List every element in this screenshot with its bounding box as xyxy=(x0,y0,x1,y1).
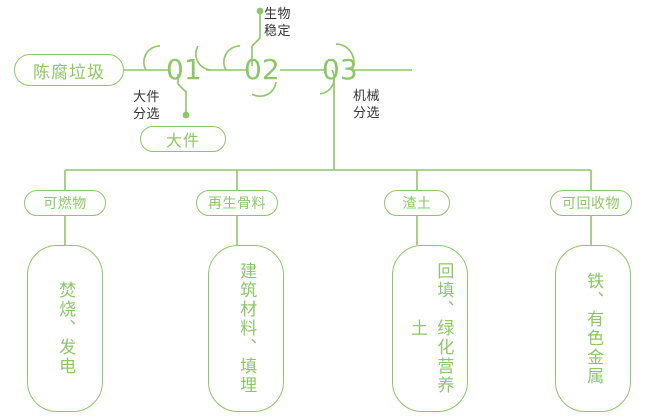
stage-label-03-line2: 分选 xyxy=(353,106,381,121)
usage-text-3: 回填、绿化营养土 xyxy=(407,262,454,395)
stage-label-03-line1: 机械 xyxy=(353,89,381,104)
stage-label-02-line1: 生物 xyxy=(264,7,292,22)
arc-02-left xyxy=(223,45,241,71)
usage-text-1: 焚烧、发电 xyxy=(55,281,76,376)
category-pill-1[interactable]: 可燃物 xyxy=(24,190,106,216)
stage-label-01-line1: 大件 xyxy=(133,90,161,105)
category-pill-3[interactable]: 渣土 xyxy=(384,190,450,216)
usage-box-3[interactable]: 回填、绿化营养土 xyxy=(392,245,468,412)
root-node[interactable]: 陈腐垃圾 xyxy=(14,54,124,86)
usage-text-2: 建筑材料、填埋 xyxy=(236,262,257,395)
stage-number-02[interactable]: 02 xyxy=(244,53,280,86)
wire-02-to-bio xyxy=(251,12,261,66)
arc-02-right xyxy=(251,81,277,97)
stage-label-01-line2: 分选 xyxy=(133,107,161,122)
node-dot-bulky xyxy=(182,111,190,119)
stage-label-02-line2: 稳定 xyxy=(264,24,292,39)
stage-label-03: 机械 分选 xyxy=(353,88,380,122)
output-node-bulky[interactable]: 大件 xyxy=(140,126,226,152)
usage-text-4: 铁、有色金属 xyxy=(583,271,604,386)
stage-label-01: 大件 分选 xyxy=(133,89,160,123)
arc-01-left xyxy=(143,45,161,71)
arc-03-right xyxy=(335,43,355,71)
arc-03-left xyxy=(319,69,335,95)
stage-number-01[interactable]: 01 xyxy=(166,53,202,86)
stage-number-03[interactable]: 03 xyxy=(322,53,358,86)
category-pill-4[interactable]: 可回收物 xyxy=(550,190,632,216)
usage-box-2[interactable]: 建筑材料、填埋 xyxy=(208,245,284,412)
wire-01-to-bulky xyxy=(177,74,187,114)
node-dot-bio xyxy=(256,7,264,15)
category-pill-2[interactable]: 再生骨料 xyxy=(196,190,278,216)
stage-label-02: 生物 稳定 xyxy=(264,6,291,40)
usage-box-4[interactable]: 铁、有色金属 xyxy=(555,245,631,412)
usage-box-1[interactable]: 焚烧、发电 xyxy=(27,245,103,412)
